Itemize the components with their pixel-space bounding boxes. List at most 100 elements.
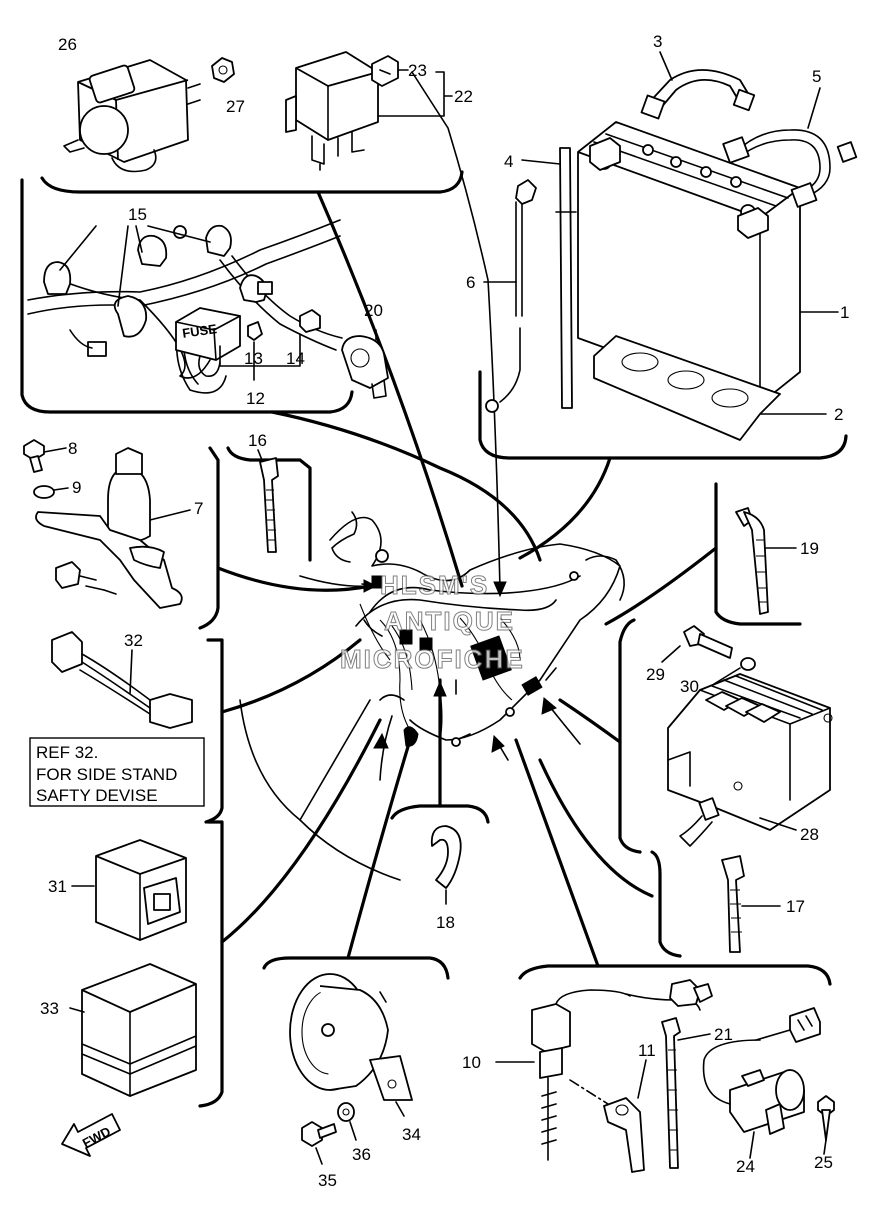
part-18-clamp (430, 825, 462, 889)
part-13-fuse (247, 321, 263, 341)
label-17: 17 (786, 897, 805, 916)
label-36: 36 (352, 1145, 371, 1164)
label-23: 23 (408, 61, 427, 80)
part-14-connector (299, 309, 321, 333)
ref-note-box: REF 32. FOR SIDE STAND SAFTY DEVISE (29, 737, 205, 807)
watermark-line-3: MICROFICHE (340, 644, 525, 674)
part-5-battery-cable (722, 129, 858, 208)
part-20-clamp (341, 335, 389, 399)
label-22: 22 (454, 87, 473, 106)
leader-22-23 (377, 69, 453, 117)
part-27-nut (211, 57, 235, 83)
leader-4 (521, 159, 561, 165)
watermark: HLSM'S ANTIQUE MICROFICHE (340, 570, 525, 675)
part-32-lead-wire (51, 631, 193, 729)
label-32: 32 (124, 631, 143, 650)
label-3: 3 (653, 32, 662, 51)
ref-note-line-3: SAFTY DEVISE (36, 786, 158, 805)
part-36-washer (337, 1102, 355, 1122)
part-29-bolt (683, 625, 733, 659)
central-wiring-harness (329, 511, 625, 747)
part-15-wire-clamps (27, 219, 343, 394)
part-22-relay (285, 51, 379, 171)
leader-11 (637, 1059, 647, 1099)
part-30-washer (740, 657, 756, 671)
leader-25 (823, 1139, 827, 1155)
part-35-bolt (301, 1121, 337, 1147)
part-33-module (81, 963, 197, 1097)
leader-7 (149, 509, 191, 521)
part-23-fuse (371, 55, 399, 87)
label-20: 20 (364, 301, 383, 320)
part-16-cable-band (259, 457, 279, 553)
label-4: 4 (504, 152, 513, 171)
fwd-arrow: FWD (61, 1113, 121, 1157)
label-7: 7 (194, 499, 203, 518)
label-29: 29 (646, 665, 665, 684)
radiating-lines (216, 190, 718, 968)
part-number-labels: 1 2 3 4 5 6 7 8 9 10 11 12 13 14 15 16 1… (40, 32, 849, 1190)
part-11-bracket (603, 1097, 645, 1173)
part-3-battery-strap (640, 69, 756, 120)
fuse-box-text: FUSE (181, 321, 218, 341)
watermark-line-2: ANTIQUE (384, 606, 515, 636)
label-35: 35 (318, 1171, 337, 1190)
leader-15 (59, 225, 211, 307)
ref-note-line-2: FOR SIDE STAND (36, 765, 177, 784)
label-15: 15 (128, 205, 147, 224)
label-11: 11 (638, 1041, 656, 1060)
label-24: 24 (736, 1157, 755, 1176)
label-1: 1 (840, 303, 849, 322)
leader-8 (43, 447, 67, 453)
label-26: 26 (58, 35, 77, 54)
leader-36 (349, 1121, 357, 1141)
ref-note-line-1: REF 32. (36, 743, 98, 762)
label-8: 8 (68, 439, 77, 458)
part-31-relay (95, 839, 187, 941)
part-1-battery (577, 121, 801, 405)
leader-3 (659, 51, 673, 81)
watermark-line-1: HLSM'S (380, 570, 489, 600)
label-10: 10 (462, 1053, 481, 1072)
label-31: 31 (48, 877, 67, 896)
leader-32 (129, 649, 133, 695)
part-8-screw (23, 439, 45, 473)
label-18: 18 (436, 913, 455, 932)
part-24-switch (702, 1007, 821, 1135)
label-27: 27 (226, 97, 245, 116)
leader-21 (677, 1033, 711, 1041)
label-25: 25 (814, 1153, 833, 1172)
leader-29 (661, 645, 681, 663)
leader-9 (53, 487, 69, 491)
label-16: 16 (248, 431, 267, 450)
label-30: 30 (680, 677, 699, 696)
part-17-cable-band (721, 855, 745, 953)
leader-12 (219, 333, 301, 367)
group-brackets (20, 170, 848, 1108)
leader-24 (749, 1131, 755, 1159)
part-34-horn (289, 973, 413, 1101)
part-9-washer (33, 485, 55, 499)
part-19-cable-band (735, 507, 769, 615)
label-13: 13 (244, 349, 263, 368)
part-10-neutral-switch (531, 979, 713, 1161)
part-7-main-switch (35, 447, 183, 609)
label-12: 12 (246, 389, 265, 408)
leader-34 (395, 1101, 405, 1117)
direction-arrows (299, 71, 581, 807)
label-5: 5 (812, 67, 821, 86)
label-6: 6 (466, 273, 475, 292)
part-4-breather-tube (555, 147, 577, 409)
part-12-fuse-box: FUSE (175, 307, 241, 378)
leader-33 (69, 1007, 85, 1013)
leader-35 (315, 1147, 323, 1165)
part-21-cable-band (661, 1017, 681, 1169)
part-6-battery-lead (485, 179, 537, 413)
label-19: 19 (800, 539, 819, 558)
label-34: 34 (402, 1125, 421, 1144)
part-28-rectifier (667, 673, 833, 847)
label-21: 21 (714, 1025, 733, 1044)
label-28: 28 (800, 825, 819, 844)
leader-16 (257, 449, 263, 461)
part-26-ignition-coil (63, 59, 201, 173)
